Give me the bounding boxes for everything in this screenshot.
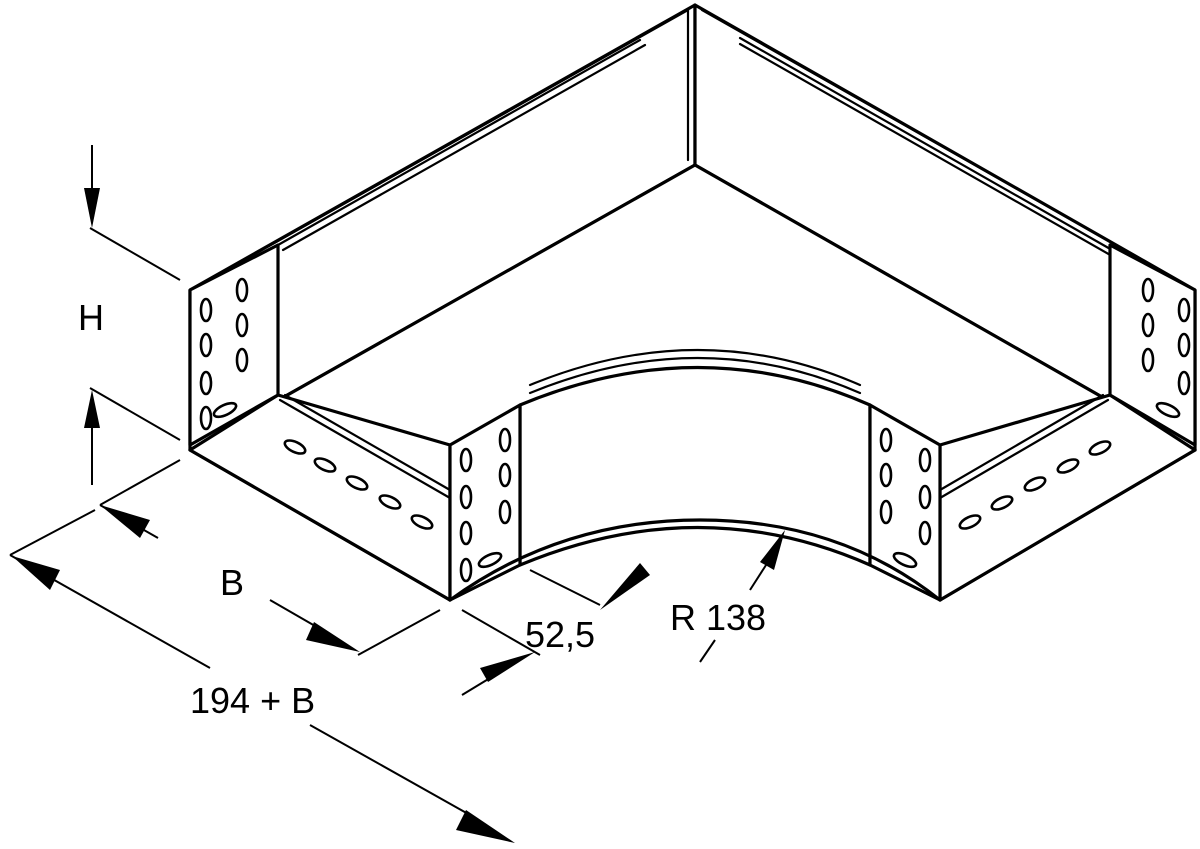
dimension-52-5 [461, 563, 650, 696]
label-offset: 52,5 [525, 614, 596, 655]
side-wall-left [188, 243, 452, 602]
slots-right-end [1141, 277, 1191, 419]
slots-left-end [199, 277, 249, 431]
dimension-b [99, 459, 441, 656]
label-overall-width: 194 + B [190, 680, 316, 721]
label-width: B [220, 562, 245, 603]
slots-left-wall-row [283, 439, 434, 530]
inner-curved-wall [518, 348, 872, 567]
dimension-r-138 [699, 530, 785, 663]
slots-inner-left-flange [459, 427, 512, 583]
dimension-194-b [9, 509, 515, 843]
dimension-h [84, 145, 181, 485]
label-height: H [78, 297, 104, 338]
slots-right-wall-row [958, 440, 1112, 530]
slots-inner-right-flange [879, 427, 932, 569]
floor-curve-edge [448, 518, 942, 602]
label-radius: R 138 [670, 597, 767, 638]
